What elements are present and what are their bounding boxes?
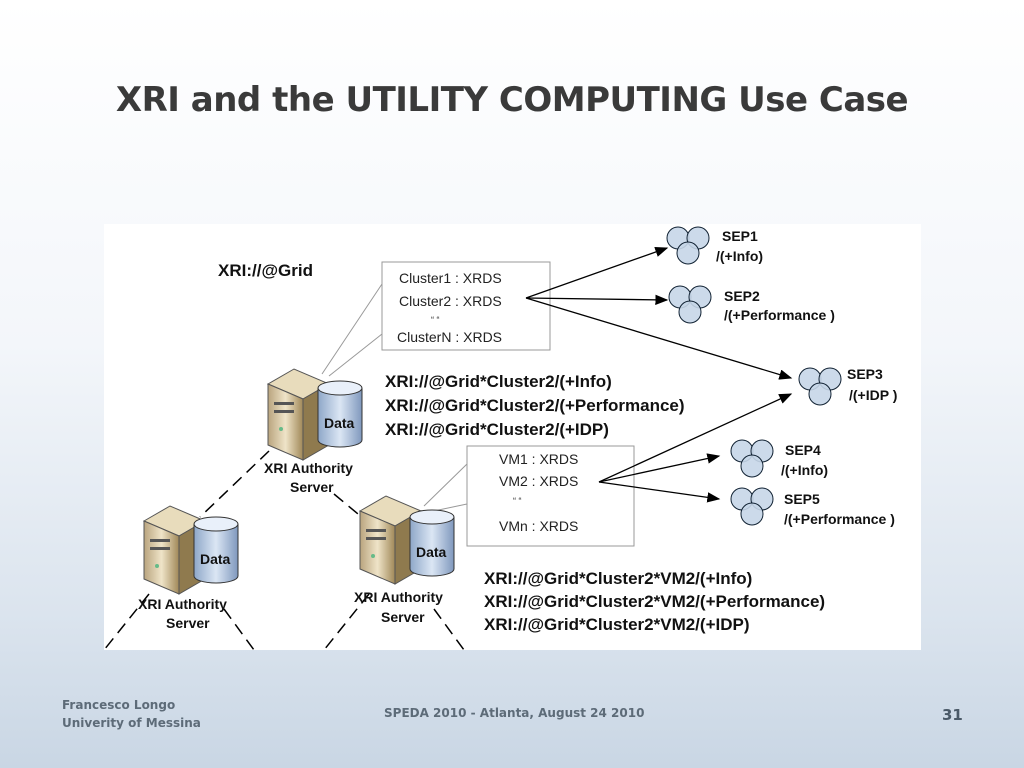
- cluster-xrds-box: Cluster1 : XRDS Cluster2 : XRDS “ “ Clus…: [381, 261, 551, 351]
- sep1-icon: [666, 226, 710, 265]
- sep4-service: /(+Info): [781, 462, 828, 478]
- server-top-label-1: XRI Authority: [264, 460, 353, 476]
- sep3-icon: [798, 367, 842, 406]
- server-top-label-2: Server: [290, 479, 334, 495]
- xri-diagram: XRI://@Grid Cluster1 : XRDS Cluster2 : X…: [104, 226, 897, 650]
- cluster-row-n: ClusterN : XRDS: [397, 329, 502, 345]
- vm-row-1: VM1 : XRDS: [499, 451, 578, 467]
- author-affiliation: Univerity of Messina: [62, 716, 201, 730]
- cluster-xri-info: XRI://@Grid*Cluster2/(+Info): [385, 372, 612, 391]
- data-label-top: Data: [324, 415, 355, 431]
- author-block: Francesco Longo Univerity of Messina: [62, 696, 201, 732]
- server-mid-label-2: Server: [381, 609, 425, 625]
- slide-title: XRI and the UTILITY COMPUTING Use Case: [115, 80, 909, 120]
- sep2-icon: [668, 285, 712, 324]
- cluster-row-2: Cluster2 : XRDS: [399, 293, 502, 309]
- sep5-service: /(+Performance ): [784, 511, 895, 527]
- diagram-panel: XRI://@Grid Cluster1 : XRDS Cluster2 : X…: [104, 224, 921, 650]
- data-label-left: Data: [200, 551, 231, 567]
- server-left-label-2: Server: [166, 615, 210, 631]
- conference-label: SPEDA 2010 - Atlanta, August 24 2010: [384, 706, 645, 720]
- sep1-service: /(+Info): [716, 248, 763, 264]
- server-left-label-1: XRI Authority: [138, 596, 227, 612]
- sep4-icon: [730, 439, 774, 478]
- vm-row-2: VM2 : XRDS: [499, 473, 578, 489]
- vm-xri-idp: XRI://@Grid*Cluster2*VM2/(+IDP): [484, 615, 750, 634]
- author-name: Francesco Longo: [62, 698, 176, 712]
- sep4-name: SEP4: [785, 442, 821, 458]
- sep-arrows: [525, 247, 793, 503]
- cluster-xri-idp: XRI://@Grid*Cluster2/(+IDP): [385, 420, 609, 439]
- vm-xri-info: XRI://@Grid*Cluster2*VM2/(+Info): [484, 569, 752, 588]
- page-number: 31: [942, 706, 963, 724]
- cluster-row-ellipsis: “ “: [431, 315, 440, 325]
- cluster-row-1: Cluster1 : XRDS: [399, 270, 502, 286]
- sep5-name: SEP5: [784, 491, 820, 507]
- vm-xri-performance: XRI://@Grid*Cluster2*VM2/(+Performance): [484, 592, 825, 611]
- root-xri-label: XRI://@Grid: [218, 261, 313, 280]
- sep3-service: /(+IDP ): [849, 387, 897, 403]
- sep3-name: SEP3: [847, 366, 883, 382]
- data-store-left: Data: [193, 516, 239, 584]
- sep2-service: /(+Performance ): [724, 307, 835, 323]
- cluster-xri-performance: XRI://@Grid*Cluster2/(+Performance): [385, 396, 685, 415]
- sep5-icon: [730, 487, 774, 526]
- sep2-name: SEP2: [724, 288, 760, 304]
- vm-row-ellipsis: “ “: [513, 496, 522, 506]
- authority-server-mid: [358, 495, 423, 585]
- server-mid-label-1: XRI Authority: [354, 589, 443, 605]
- vm-row-n: VMn : XRDS: [499, 518, 578, 534]
- data-store-top: Data: [317, 380, 363, 448]
- vm-xrds-box: VM1 : XRDS VM2 : XRDS “ “ VMn : XRDS: [466, 445, 635, 547]
- data-store-mid: Data: [409, 509, 455, 577]
- sep1-name: SEP1: [722, 228, 758, 244]
- data-label-mid: Data: [416, 544, 447, 560]
